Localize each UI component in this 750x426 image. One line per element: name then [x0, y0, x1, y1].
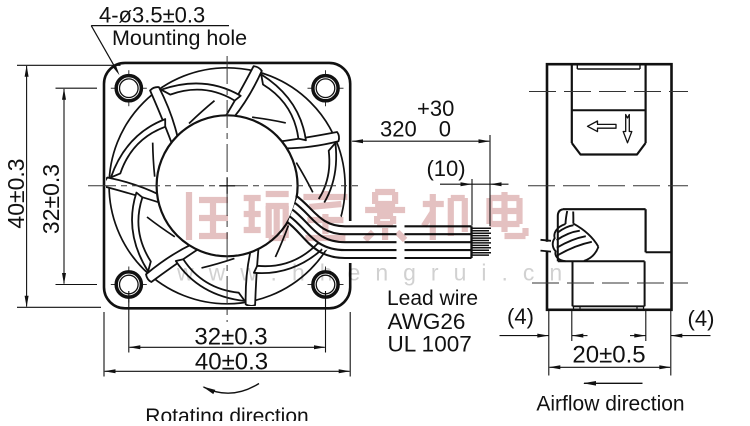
svg-text:4-ø3.5±0.3: 4-ø3.5±0.3 — [99, 3, 205, 28]
svg-text:Airflow direction: Airflow direction — [536, 393, 684, 416]
svg-text:www.hhengrui.cn: www.hhengrui.cn — [176, 260, 577, 286]
svg-text:+30: +30 — [417, 96, 454, 121]
svg-text:40±0.3: 40±0.3 — [3, 158, 29, 228]
svg-text:UL 1007: UL 1007 — [388, 332, 472, 357]
svg-text:(4): (4) — [507, 304, 534, 329]
svg-text:(4): (4) — [688, 306, 715, 331]
svg-text:320: 320 — [380, 117, 417, 142]
svg-text:40±0.3: 40±0.3 — [195, 349, 268, 376]
svg-text:Lead wire: Lead wire — [387, 287, 478, 310]
svg-text:32±0.3: 32±0.3 — [38, 164, 64, 234]
svg-text:Mounting hole: Mounting hole — [112, 26, 247, 50]
svg-text:AWG26: AWG26 — [388, 309, 466, 334]
svg-text:20±0.5: 20±0.5 — [572, 342, 645, 369]
svg-text:0: 0 — [439, 117, 451, 142]
svg-text:(10): (10) — [426, 156, 465, 181]
svg-text:Rotating direction: Rotating direction — [145, 405, 308, 421]
svg-text:32±0.3: 32±0.3 — [194, 324, 267, 351]
